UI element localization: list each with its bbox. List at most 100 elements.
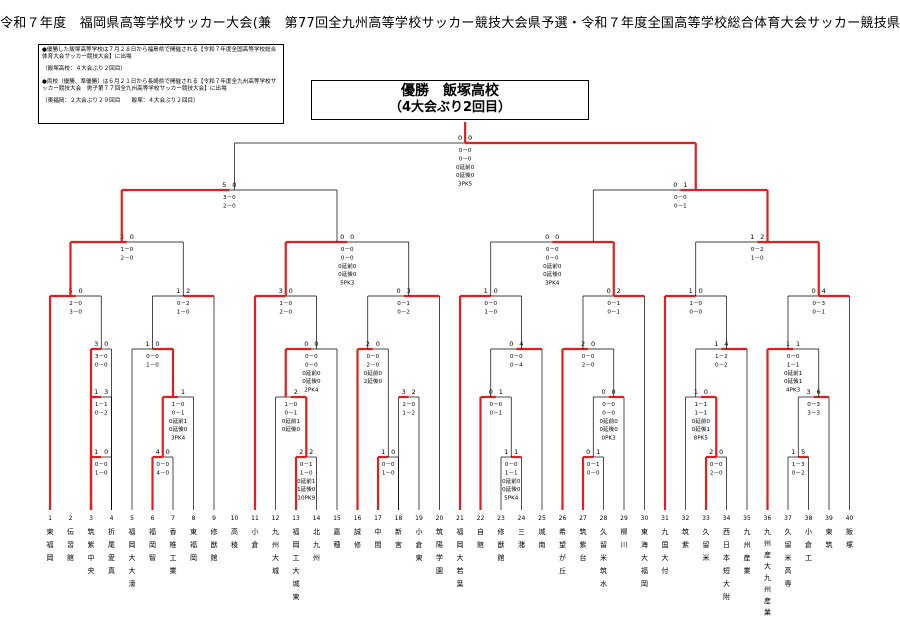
- match-result: 0延前0: [364, 369, 383, 377]
- match-result: 0延前0: [692, 417, 711, 425]
- match-result: 0－0: [367, 354, 380, 360]
- team-name-char: 工: [293, 554, 300, 562]
- match-result: 0延後1: [692, 425, 711, 433]
- team-name-char: 業: [764, 608, 771, 617]
- match-result: 0－0: [341, 247, 354, 253]
- score-left: 3: [279, 287, 283, 295]
- score-left: 1: [504, 448, 508, 456]
- match-result: 0－1: [490, 410, 503, 416]
- team-name-char: 東: [826, 527, 833, 536]
- team-name-char: 真: [108, 566, 115, 575]
- team-name-char: 大: [457, 553, 464, 562]
- score-right: 2: [186, 287, 190, 295]
- team-name-char: 福: [190, 540, 197, 549]
- score-right: 3: [104, 388, 108, 396]
- match-result: 0延前1: [297, 477, 316, 485]
- team-name-char: 東: [47, 527, 54, 536]
- team-name-char: 大: [723, 579, 730, 588]
- match-result: 0－2: [177, 301, 190, 307]
- match-result: 0－1: [607, 301, 620, 307]
- team-name-char: 付: [662, 566, 669, 575]
- team-name-char: 智: [149, 553, 156, 562]
- team-seed: 31: [661, 515, 669, 522]
- team-seed: 40: [846, 515, 854, 522]
- score-right: 1: [514, 448, 518, 456]
- team-name-char: 水: [600, 579, 607, 588]
- score-left: 4: [156, 448, 160, 456]
- match-result: 0－0: [146, 354, 159, 360]
- team-seed: 8: [192, 515, 196, 522]
- team-name-char: 紫: [88, 541, 95, 549]
- team-name-char: 園: [436, 567, 443, 575]
- team-name-char: 川: [621, 541, 628, 549]
- match-result: 0－2: [397, 309, 410, 315]
- team-name-char: 筑: [600, 566, 607, 575]
- team-name-char: 自: [477, 527, 484, 536]
- score-right: 0: [155, 340, 159, 348]
- team-name-char: 九: [313, 540, 320, 549]
- team-name-char: 久: [785, 527, 792, 536]
- team-name-char: 久: [600, 527, 607, 536]
- team-name-char: 香: [170, 527, 177, 536]
- team-name-char: 福: [293, 527, 300, 536]
- match-result: 2－0: [582, 362, 595, 368]
- team-name-char: 倉: [252, 540, 259, 549]
- team-name-char: 大: [662, 553, 669, 562]
- match-result: 0延後1: [784, 377, 803, 385]
- team-name-char: 城: [272, 567, 279, 575]
- match-result: 0－0: [95, 462, 108, 468]
- team-name-char: 台: [580, 553, 587, 562]
- team-seed: 35: [743, 515, 751, 522]
- score-right: 0: [591, 340, 595, 348]
- team-name-char: 東: [293, 592, 300, 601]
- team-name-char: 岡: [149, 541, 156, 549]
- team-name-char: 館: [498, 553, 505, 562]
- match-result: 0－0: [95, 362, 108, 368]
- score-left: 0: [673, 181, 677, 189]
- team-seed: 37: [784, 515, 792, 522]
- match-result: 0－0: [505, 462, 518, 468]
- match-result: 1－0: [285, 402, 298, 408]
- team-seed: 24: [518, 515, 526, 522]
- match-result: 0－0: [305, 354, 318, 360]
- score-left: 1: [484, 287, 488, 295]
- team-seed: 11: [251, 515, 259, 522]
- match-result: 0－3: [812, 301, 825, 307]
- match-result: 2－0: [121, 255, 134, 261]
- match-result: 1－3: [792, 462, 805, 468]
- match-result: 3－0: [95, 354, 108, 360]
- team-name-char: 米: [785, 553, 792, 562]
- champion-box: 優勝 飯塚高校 （4大会ぶり2回目）: [311, 80, 589, 120]
- match-result: 0－0: [602, 410, 615, 416]
- team-seed: 10: [231, 515, 239, 522]
- team-name-char: 附: [723, 592, 730, 601]
- match-result: 0延後0: [502, 485, 521, 493]
- team-name-char: 久: [703, 527, 710, 536]
- match-result: 0延前1: [784, 369, 803, 377]
- team-name-char: 九: [662, 527, 669, 536]
- score-left: 0: [545, 233, 549, 241]
- match-result: 0－0: [582, 354, 595, 360]
- match-result: 0延後0: [543, 270, 562, 278]
- match-result: 1－0: [172, 402, 185, 408]
- score-right: 2: [309, 448, 313, 456]
- team-name-char: 央: [88, 566, 95, 575]
- score-left: 1: [176, 287, 180, 295]
- score-left: 0: [458, 134, 462, 142]
- match-result: 4－0: [156, 470, 169, 476]
- match-result: 0－0: [156, 462, 169, 468]
- team-name-char: 日: [723, 541, 730, 549]
- team-name-char: 留: [703, 540, 710, 549]
- team-name-char: 筑: [580, 527, 587, 536]
- team-name-char: 岡: [641, 580, 648, 588]
- team-name-char: 大: [764, 562, 771, 571]
- match-result: 0延後0: [169, 425, 188, 433]
- team-name-char: 州: [744, 541, 751, 549]
- match-result: 2延後0: [364, 377, 383, 385]
- team-name-char: 習: [67, 541, 74, 549]
- match-result: 0－2: [95, 410, 108, 416]
- team-seed: 5: [130, 515, 134, 522]
- team-name-char: 館: [67, 553, 74, 562]
- match-result: 0－1: [812, 309, 825, 315]
- score-right: 0: [350, 233, 354, 241]
